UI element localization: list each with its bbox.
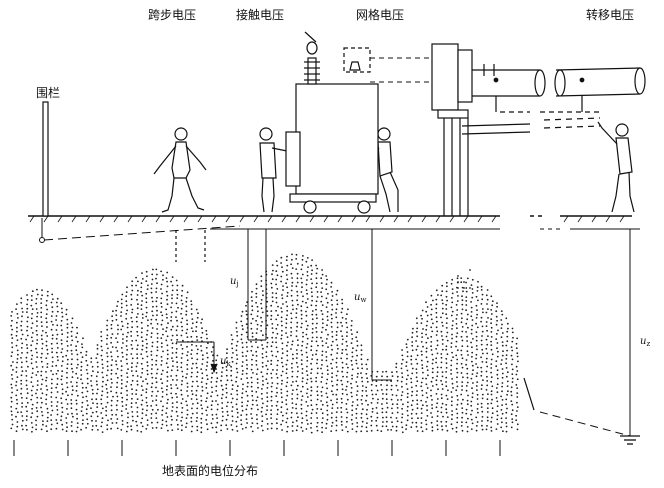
symbol-u-z: uz bbox=[640, 336, 651, 348]
person-step-voltage bbox=[153, 127, 207, 262]
bottom-ticks bbox=[13, 440, 501, 456]
transformer bbox=[285, 31, 379, 214]
symbol-u-w: uw bbox=[354, 292, 367, 304]
gantry-link bbox=[370, 57, 430, 83]
caption: 地表面的电位分布 bbox=[162, 464, 259, 478]
person-transfer-voltage bbox=[597, 121, 635, 213]
surface-potential-dots bbox=[10, 253, 519, 434]
symbol-u-j: uj bbox=[230, 276, 239, 288]
voltage-markers bbox=[176, 229, 640, 445]
gantry-structure bbox=[431, 43, 646, 216]
symbol-u-k: uk bbox=[220, 356, 231, 368]
person-mesh-voltage bbox=[367, 127, 399, 213]
ground-surface bbox=[28, 215, 640, 243]
label-fence: 围栏 bbox=[36, 86, 61, 100]
label-transfer-voltage: 转移电压 bbox=[586, 8, 635, 22]
label-step-voltage: 跨步电压 bbox=[148, 8, 197, 22]
label-mesh-voltage: 网格电压 bbox=[356, 8, 405, 22]
fence-post bbox=[42, 101, 49, 217]
label-contact-voltage: 接触电压 bbox=[236, 8, 285, 22]
person-contact-voltage bbox=[259, 127, 297, 213]
